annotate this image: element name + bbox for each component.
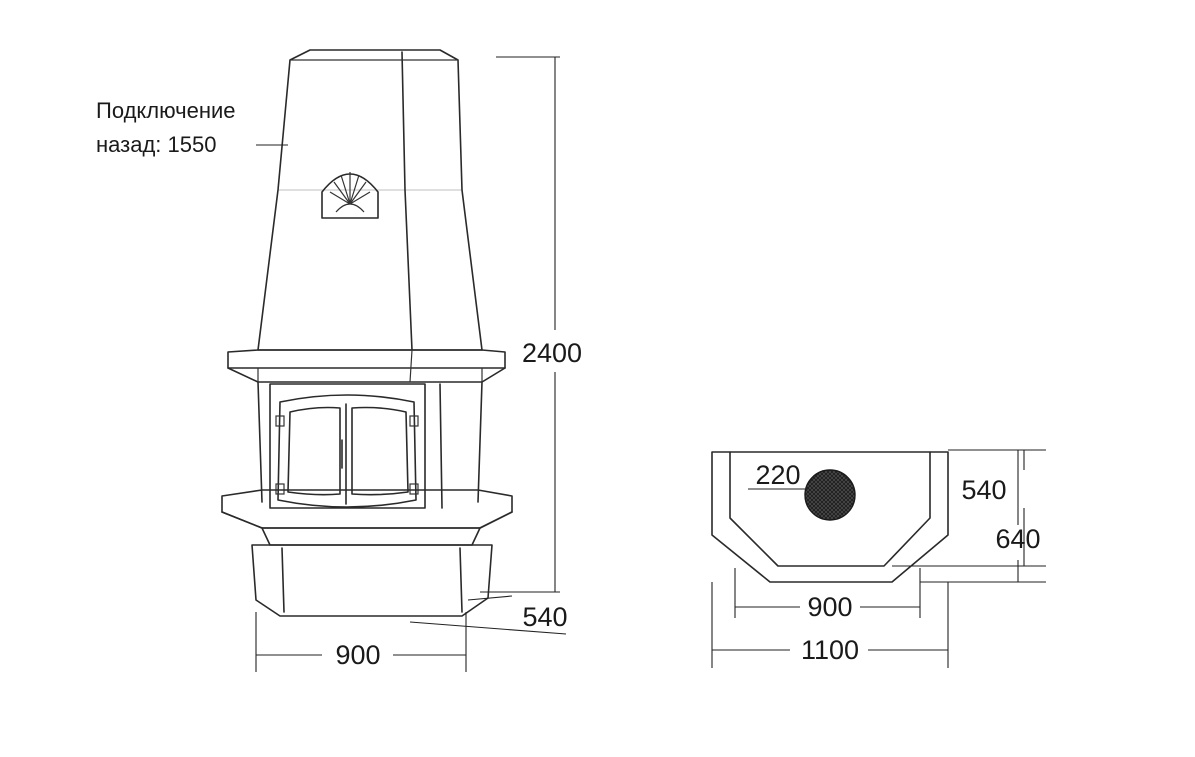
fireplace-front-view bbox=[221, 49, 513, 617]
plan-outer-outline bbox=[711, 451, 949, 583]
hearth-ledge bbox=[221, 489, 513, 546]
plan-depth-dimensions: 540 640 bbox=[892, 449, 1046, 583]
plan-view: 220 bbox=[711, 451, 949, 583]
upper-mantel bbox=[227, 349, 506, 383]
depth-label: 540 bbox=[522, 602, 567, 632]
connection-note-line1: Подключение bbox=[96, 98, 236, 123]
fireplace-base bbox=[251, 544, 493, 617]
inner-depth-label: 540 bbox=[961, 475, 1006, 505]
width-label: 900 bbox=[335, 640, 380, 670]
flue-opening bbox=[748, 469, 856, 521]
depth-dimension: 540 bbox=[409, 595, 568, 635]
fireplace-glass-doors bbox=[275, 394, 419, 508]
outer-depth-label: 640 bbox=[995, 524, 1040, 554]
height-label: 2400 bbox=[522, 338, 582, 368]
sun-emblem-ornament bbox=[321, 172, 379, 219]
chimney-hood bbox=[257, 49, 483, 351]
firebox-section bbox=[257, 381, 483, 509]
door-hinge bbox=[275, 483, 285, 495]
door-hinge bbox=[409, 483, 419, 495]
plan-outer-width-label: 1100 bbox=[801, 635, 859, 665]
plan-inner-width-label: 900 bbox=[807, 592, 852, 622]
plan-inner-outline bbox=[729, 451, 931, 567]
width-dimension: 900 bbox=[255, 612, 467, 672]
flue-diameter-label: 220 bbox=[755, 460, 800, 490]
door-hinge bbox=[409, 415, 419, 427]
door-hinge bbox=[275, 415, 285, 427]
connection-note-line2: назад: 1550 bbox=[96, 132, 216, 157]
height-dimension: 2400 bbox=[480, 56, 582, 593]
rear-connection-note: Подключение назад: 1550 bbox=[96, 98, 288, 157]
plan-width-dimensions: 900 1100 bbox=[711, 568, 949, 668]
